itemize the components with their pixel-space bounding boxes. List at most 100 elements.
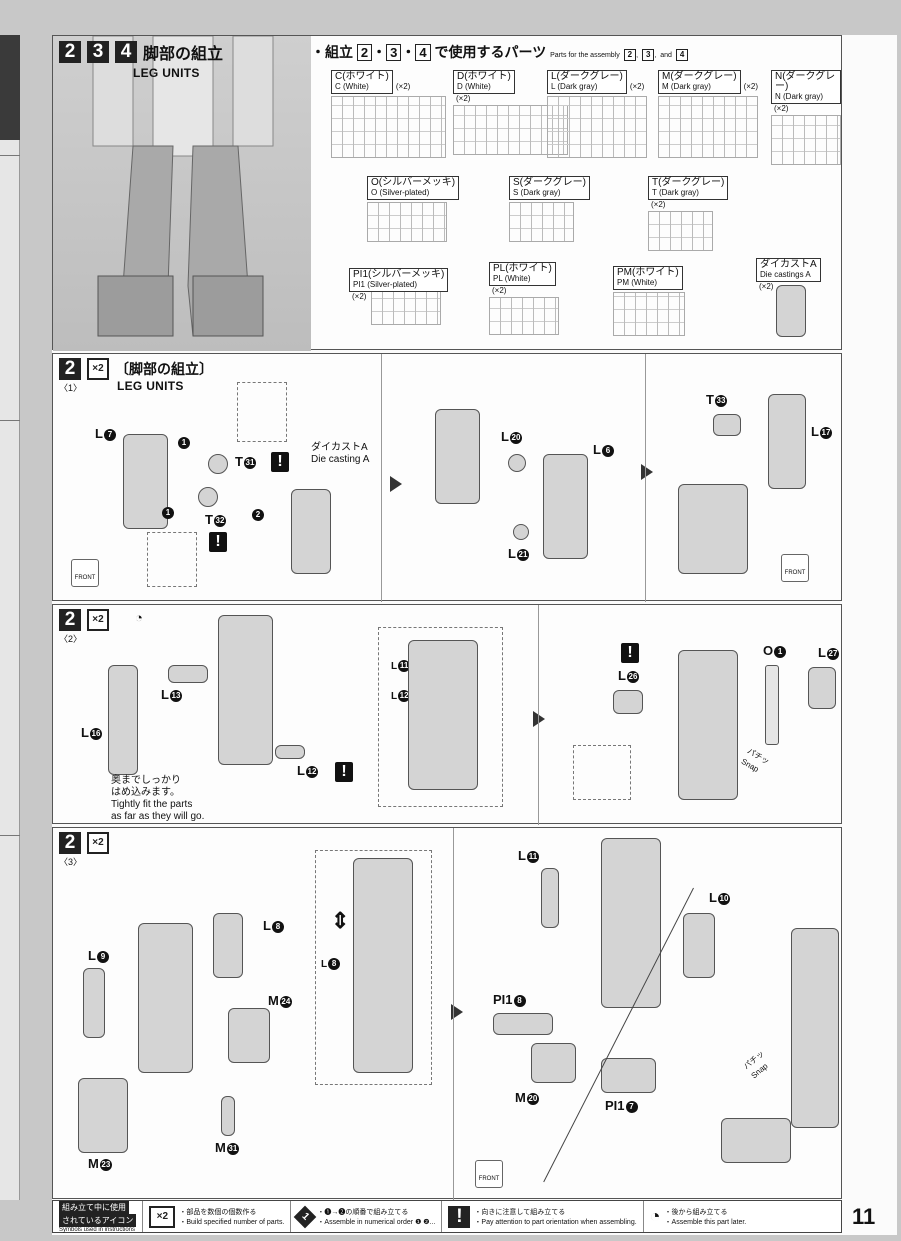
part-l17: [768, 394, 806, 489]
detail-box: [237, 382, 287, 442]
runner-qty: (×2): [629, 82, 645, 91]
sprue-image: [771, 115, 841, 165]
parts-en-num-3: 3: [641, 49, 655, 61]
section-title-jp: 脚部の組立: [143, 46, 224, 63]
instruction-page: 2 3 4 脚部の組立 LEG UNITS ・組立 2・3・4 で使用するパーツ…: [52, 35, 897, 1235]
symbol-legend: 組み立て中に使用 されているアイコン Symbols used in instr…: [52, 1200, 842, 1233]
section-header: 2 3 4 脚部の組立: [59, 40, 223, 64]
sprue-image: [613, 292, 685, 336]
page-number: 11: [852, 1204, 876, 1229]
runner-qty: (×2): [395, 82, 411, 91]
runner-label: O(シルバーメッキ)O (Silver-plated): [367, 176, 460, 200]
runner-label: S(ダークグレー)S (Dark gray): [509, 176, 590, 200]
runner-label: PI1(シルバーメッキ)PI1 (Silver-plated): [349, 268, 449, 292]
legend-item-order: 1 ・❶→❷の順番で組み立てる・Assemble in numerical or…: [291, 1201, 443, 1232]
part-l8: [213, 913, 243, 978]
runner-qty: (×2): [456, 94, 471, 103]
step-header: 2 ×2: [59, 609, 109, 631]
legend-head-jp2: されているアイコン: [59, 1213, 137, 1227]
runner-pm: PM(ホワイト)PM (White): [613, 266, 685, 336]
part-pi1-8: [493, 1013, 553, 1035]
part-m23: [78, 1078, 128, 1153]
warning-icon: !: [209, 532, 227, 552]
parts-en-num-2: 2: [623, 49, 637, 61]
runner-t: T(ダークグレー)T (Dark gray)(×2): [648, 176, 729, 251]
parts-header-en: Parts for the assembly: [550, 52, 620, 59]
runner-qty: (×2): [492, 286, 507, 295]
assemble-later-icon: ◔: [649, 1206, 661, 1226]
runner-label: D(ホワイト)D (White): [453, 70, 515, 94]
front-indicator: FRONT: [71, 559, 99, 587]
part-l6: [543, 454, 588, 559]
part-leg-frame: [218, 615, 273, 765]
part-leg-assembly: [678, 484, 748, 574]
parts-en-sep: ,: [654, 52, 657, 59]
parts-num-3: 3: [386, 44, 402, 61]
parts-num-2: 2: [356, 44, 373, 61]
part-l7-assembly: [435, 409, 480, 504]
part-m31: [221, 1096, 235, 1136]
runner-qty: (×2): [774, 104, 789, 113]
runner-qty: (×2): [352, 292, 367, 301]
part-t32: [198, 487, 218, 507]
part-l20: [508, 454, 526, 472]
section-num-3: 3: [87, 41, 109, 63]
part-l16: [108, 665, 138, 775]
step-num: 2: [59, 609, 81, 631]
order-1: 1: [177, 434, 190, 449]
part-t33: [713, 414, 741, 436]
step-multiplier: ×2: [87, 832, 109, 854]
detail-box: [315, 850, 432, 1085]
runner-m: M(ダークグレー)M (Dark gray)(×2): [658, 70, 758, 158]
part-foot: [721, 1118, 791, 1163]
part-die-cast: [291, 489, 331, 574]
part-l13: [168, 665, 208, 683]
runner-s: S(ダークグレー)S (Dark gray): [509, 176, 590, 242]
order-2: 2: [251, 506, 264, 521]
part-leg-detail: [408, 640, 478, 790]
sprue-image: [648, 211, 713, 251]
slide-arrow-icon: ⇕: [331, 908, 350, 933]
part-leg-assembly: [138, 923, 193, 1073]
robot-legs-image: [92, 36, 274, 337]
runner-label: T(ダークグレー)T (Dark gray): [648, 176, 729, 200]
part-l7: [123, 434, 168, 529]
part-l27: [808, 667, 836, 709]
step-arrow: [390, 476, 402, 492]
section-title-en: LEG UNITS: [133, 66, 200, 80]
runner-label: L(ダークグレー)L (Dark gray): [547, 70, 627, 94]
step-sub: 〈1〉: [59, 383, 83, 393]
runner-label: PL(ホワイト)PL (White): [489, 262, 556, 286]
detail-box: [147, 532, 197, 587]
leg-illustration: [53, 36, 311, 351]
order-icon: 1: [294, 1205, 317, 1228]
step-num: 2: [59, 832, 81, 854]
parts-en-and: and: [660, 52, 672, 59]
part-l21: [513, 524, 529, 540]
part-m20: [531, 1043, 576, 1083]
step-header: 2 ×2: [59, 832, 109, 854]
section-num-2: 2: [59, 41, 81, 63]
part-t31: [208, 454, 228, 474]
parts-en-num-4: 4: [675, 49, 689, 61]
step-arrow: [451, 1004, 463, 1020]
step-title-en: LEG UNITS: [117, 379, 184, 393]
runner-label: PM(ホワイト)PM (White): [613, 266, 683, 290]
